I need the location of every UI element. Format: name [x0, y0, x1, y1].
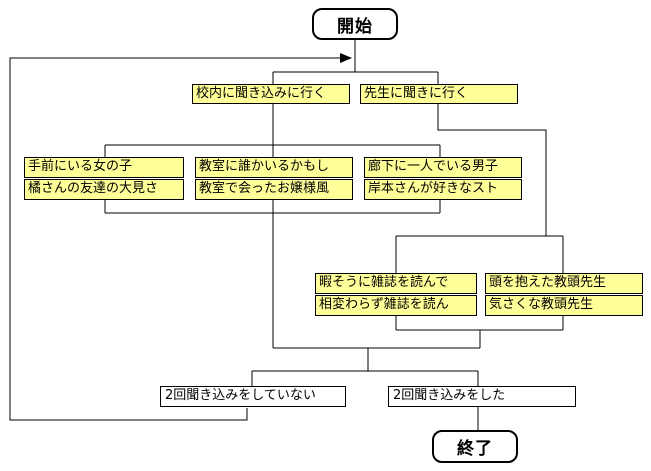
node-ask-school: 校内に聞き込みに行く [192, 84, 350, 104]
start-terminal: 開始 [312, 8, 398, 40]
node-label: 校内に聞き込みに行く [196, 86, 327, 101]
node-label: 教室に誰かいるかもし [199, 159, 330, 174]
node-label: 気さくな教頭先生 [489, 297, 594, 312]
node-label: 2回聞き込みをしていない [165, 388, 316, 403]
node-label: 頭を抱えた教頭先生 [489, 275, 607, 290]
node-label: 暇そうに雑誌を読んで [319, 275, 449, 290]
node-magazine-upper: 暇そうに雑誌を読んで [315, 273, 477, 294]
node-asked-twice: 2回聞き込みをした [388, 386, 576, 407]
node-classroom-upper: 教室に誰かいるかもし [195, 157, 353, 178]
node-label: 廊下に一人でいる男子 [368, 159, 499, 174]
node-vice-principal-upper: 頭を抱えた教頭先生 [485, 273, 643, 294]
node-label: 橘さんの友達の大見さ [28, 181, 159, 196]
node-hallway-lower: 岸本さんが好きなスト [364, 179, 522, 200]
node-label: 2回聞き込みをした [393, 388, 506, 403]
node-magazine-lower: 相変わらず雑誌を読ん [315, 295, 477, 316]
start-label: 開始 [337, 16, 373, 37]
node-hallway-upper: 廊下に一人でいる男子 [364, 157, 522, 178]
node-label: 教室で会ったお嬢様風 [199, 181, 330, 196]
node-ask-teacher: 先生に聞きに行く [360, 84, 518, 104]
node-label: 岸本さんが好きなスト [368, 181, 499, 196]
node-label: 相変わらず雑誌を読ん [319, 297, 449, 312]
node-label: 手前にいる女の子 [28, 159, 133, 174]
node-vice-principal-lower: 気さくな教頭先生 [485, 295, 643, 316]
node-girl-lower: 橘さんの友達の大見さ [24, 179, 184, 200]
node-not-asked-twice: 2回聞き込みをしていない [160, 386, 346, 407]
node-label: 先生に聞きに行く [364, 86, 469, 101]
node-classroom-lower: 教室で会ったお嬢様風 [195, 179, 353, 200]
end-terminal: 終了 [432, 430, 518, 463]
node-girl-upper: 手前にいる女の子 [24, 157, 184, 178]
end-label: 終了 [457, 439, 493, 459]
